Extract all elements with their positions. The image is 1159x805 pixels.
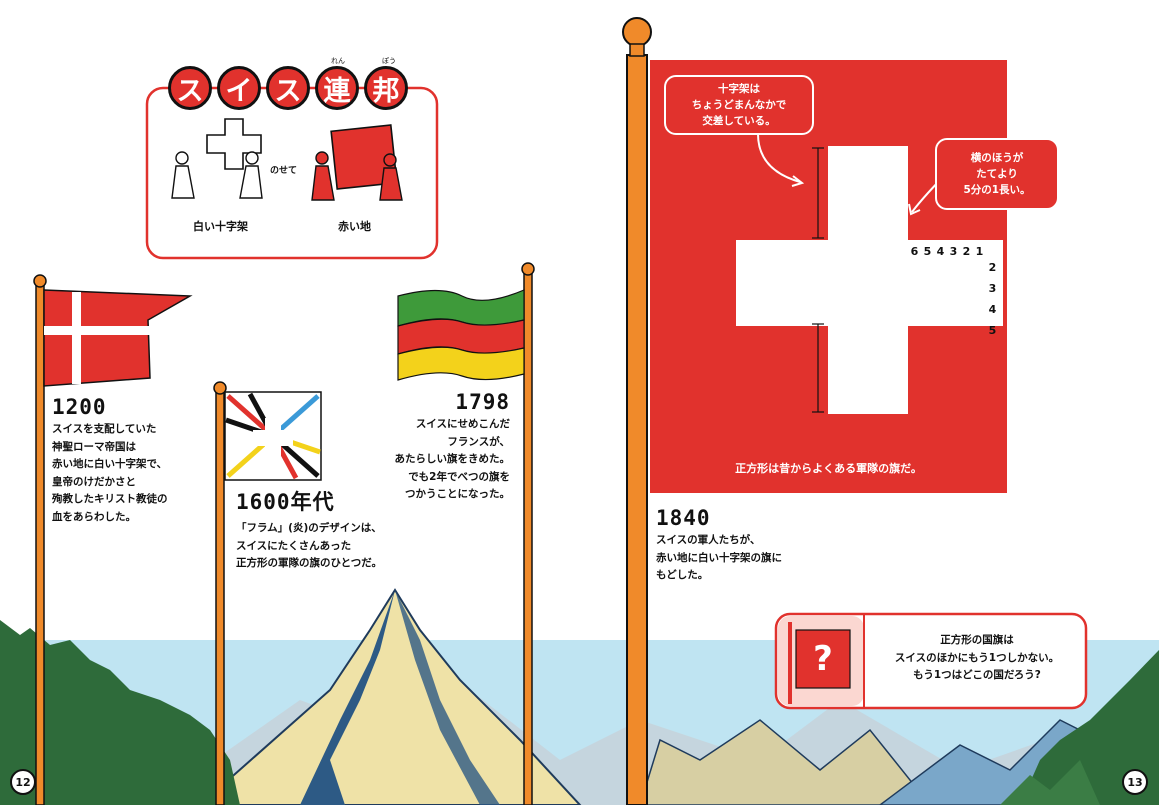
legend-white-cross: 白い十字架 <box>193 220 248 233</box>
text-1798-line: フランスが、 <box>447 435 510 448</box>
page-number-right: 13 <box>1122 769 1148 795</box>
quiz-line: スイスのほかにもう1つしかない。 <box>894 651 1060 664</box>
text-1200-line: 血をあらわした。 <box>52 510 136 523</box>
callout-cross-center: 十字架は ちょうどまんなかで 交差している。 <box>664 75 814 135</box>
callout-ratio-line: 5分の1長い。 <box>963 184 1031 196</box>
page-number-left: 12 <box>10 769 36 795</box>
section-1840: 1840 スイスの軍人たちが、 赤い地に白い十字架の旗に もどした。 <box>656 506 856 585</box>
callout-cross-line: 交差している。 <box>702 115 776 127</box>
red-ground-illustration <box>311 124 403 201</box>
callout-ratio-line: たてより <box>976 168 1018 180</box>
page-title: ス イ ス 連 邦 <box>168 66 413 110</box>
swiss-cross <box>736 146 1003 414</box>
text-1600-line: 正方形の軍隊の旗のひとつだ。 <box>236 557 382 569</box>
section-1600: 1600年代 「フラム」(炎)のデザインは、 スイスにたくさんあった 正方形の軍… <box>236 486 436 573</box>
ruler-num: 3 <box>988 282 997 295</box>
pole-1840 <box>622 17 652 805</box>
ruler-num: 1 <box>975 245 984 258</box>
text-1200-line: 赤い地に白い十字架で、 <box>52 458 168 470</box>
text-1200-line: スイスを支配していた <box>52 423 157 435</box>
ruler-vertical: 2 3 4 5 <box>986 256 1002 340</box>
text-1600: 「フラム」(炎)のデザインは、 スイスにたくさんあった 正方形の軍隊の旗のひとつ… <box>236 520 436 573</box>
text-1600-line: 「フラム」(炎)のデザインは、 <box>236 522 382 534</box>
section-1798: 1798 スイスにせめこんだ フランスが、 あたらしい旗をきめた。 でも2年でべ… <box>380 390 511 504</box>
pole-1600 <box>213 381 322 805</box>
ruler-num: 6 <box>910 245 919 258</box>
legend-overlay-label: のせて <box>270 166 298 176</box>
title-char-5: 邦 <box>364 66 408 110</box>
text-1840-line: 赤い地に白い十字架の旗に <box>656 551 782 564</box>
text-1840-line: もどした。 <box>656 569 709 581</box>
year-1600: 1600年代 <box>236 490 335 514</box>
pole-1200 <box>33 274 193 805</box>
flag-caption: 正方形は昔からよくある軍隊の旗だ。 <box>735 462 922 475</box>
text-1840: スイスの軍人たちが、 赤い地に白い十字架の旗に もどした。 <box>656 532 856 585</box>
title-char-3: ス <box>266 66 310 110</box>
quiz-line: 正方形の国旗は <box>940 634 1014 646</box>
ruler-num: 4 <box>988 303 997 316</box>
text-1200: スイスを支配していた 神聖ローマ帝国は 赤い地に白い十字架で、 皇帝のけだかさと… <box>52 421 212 526</box>
title-ruby-ren: れん <box>331 57 345 65</box>
text-1600-line: スイスにたくさんあった <box>236 539 352 552</box>
mountain <box>198 588 582 805</box>
forest-right <box>1020 650 1159 805</box>
forest-left <box>0 620 240 805</box>
text-1798-line: でも2年でべつの旗を <box>408 470 510 483</box>
ruler-num: 5 <box>988 324 997 337</box>
text-1798: スイスにせめこんだ フランスが、 あたらしい旗をきめた。 でも2年でべつの旗を … <box>380 416 511 504</box>
year-1798: 1798 <box>455 390 510 414</box>
ruler-num: 2 <box>988 261 997 274</box>
quiz-line: もう1つはどこの国だろう? <box>913 669 1041 681</box>
title-char-1: ス <box>168 66 212 110</box>
text-1200-line: 皇帝のけだかさと <box>52 475 136 488</box>
callout-ratio: 横のほうが たてより 5分の1長い。 <box>935 138 1059 210</box>
quiz-question-mark: ? <box>813 639 833 679</box>
ruler-num: 5 <box>923 245 932 258</box>
year-1840: 1840 <box>656 506 711 530</box>
callout-cross-line: 十字架は <box>718 83 760 95</box>
title-ruby-pou: ぽう <box>382 57 396 65</box>
white-cross-illustration <box>171 118 263 199</box>
callout-ratio-line: 横のほうが <box>970 152 1024 164</box>
title-char-2: イ <box>217 66 261 110</box>
ruler-num: 4 <box>936 245 945 258</box>
legend-red-ground: 赤い地 <box>338 220 371 233</box>
section-1200: 1200 スイスを支配していた 神聖ローマ帝国は 赤い地に白い十字架で、 皇帝の… <box>52 395 212 526</box>
ruler-num: 3 <box>949 245 958 258</box>
text-1798-line: あたらしい旗をきめた。 <box>394 453 511 465</box>
pole-1798 <box>397 262 535 805</box>
quiz-text: 正方形の国旗は スイスのほかにもう1つしかない。 もう1つはどこの国だろう? <box>870 632 1084 685</box>
quiz-flag <box>795 629 851 689</box>
callout-cross-line: ちょうどまんなかで <box>691 99 787 111</box>
ruler-num: 2 <box>962 245 971 258</box>
text-1798-line: スイスにせめこんだ <box>415 418 510 430</box>
text-1200-line: 殉教したキリスト教徒の <box>52 493 168 505</box>
text-1840-line: スイスの軍人たちが、 <box>656 534 761 546</box>
text-1798-line: つかうことになった。 <box>405 488 510 500</box>
text-1200-line: 神聖ローマ帝国は <box>52 440 136 453</box>
year-1200: 1200 <box>52 395 107 419</box>
title-char-4: 連 <box>315 66 359 110</box>
